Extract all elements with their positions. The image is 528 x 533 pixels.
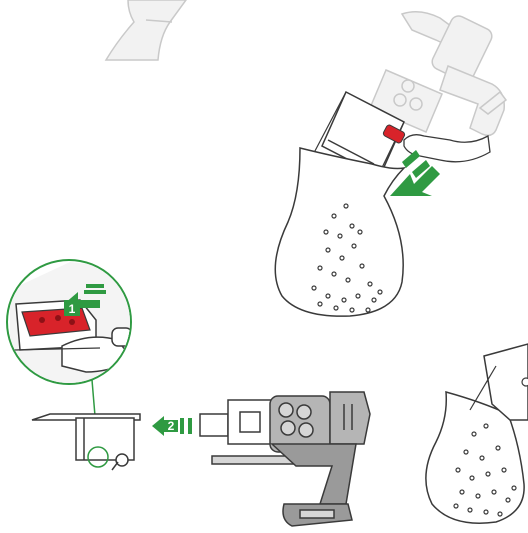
vacuum-body-faded: [369, 11, 508, 137]
step-2-badge: 2: [168, 419, 175, 433]
clear-bin-2: [483, 343, 528, 421]
vacuum-emptying-scene: [274, 11, 508, 317]
vacuum-main-body: [199, 391, 371, 527]
magnifier-target-ring: [87, 446, 109, 468]
collection-bag: [274, 147, 407, 317]
step-1-badge: 1: [64, 300, 80, 316]
dust-particles-2: [453, 423, 517, 517]
step-1-number: 1: [69, 302, 76, 316]
bin-release-lever: [382, 124, 406, 144]
wand-tip-faded: [104, 0, 187, 61]
magnified-detail-step1: 1: [6, 259, 132, 385]
dust-particles: [311, 203, 383, 313]
step-2-number: 2: [168, 419, 175, 433]
removed-bin: [31, 413, 141, 471]
double-arrow-left-icon: [152, 416, 192, 436]
emptying-scene-partial: [425, 343, 528, 524]
arrow-down-right-icon: [390, 150, 440, 196]
